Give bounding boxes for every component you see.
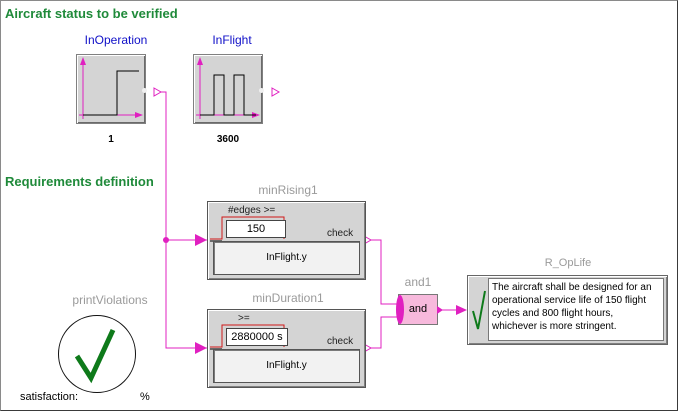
requirement-input-port[interactable] (456, 305, 467, 315)
pulse-signal-icon (196, 57, 260, 119)
step-signal-icon (79, 57, 143, 119)
minrising-check-label: check (327, 228, 354, 239)
section-title-requirements: Requirements definition (5, 174, 154, 189)
printviolations-label: printViolations (72, 293, 148, 307)
output-dot (259, 88, 264, 93)
and-input-bar (396, 295, 404, 324)
checkmark-icon (472, 290, 486, 330)
minduration-input-port[interactable] (195, 342, 207, 354)
inflight-param: 3600 (216, 134, 240, 145)
checkmark-icon (74, 328, 116, 384)
minduration-label: minDuration1 (252, 291, 324, 305)
minduration-check-label: check (327, 336, 354, 347)
minduration-block[interactable]: >= 2880000 s check InFlight.y (207, 309, 366, 388)
minrising-input-port[interactable] (195, 234, 207, 246)
and-output-arrow (437, 306, 443, 314)
minduration-header: >= (238, 313, 250, 324)
inoperation-output-port[interactable] (153, 87, 163, 97)
requirement-text: The aircraft shall be designed for an op… (488, 278, 664, 341)
requirement-label: R_OpLife (544, 257, 592, 269)
inflight-block[interactable] (193, 54, 264, 124)
wire-minduration-to-and (371, 316, 398, 349)
minduration-signal: InFlight.y (213, 349, 360, 383)
requirement-block[interactable]: The aircraft shall be designed for an op… (467, 275, 668, 345)
and-block[interactable]: and (396, 294, 443, 325)
satisfaction-unit: % (140, 391, 150, 403)
minrising-block[interactable]: #edges >= 150 check InFlight.y (207, 201, 366, 280)
output-dot (142, 88, 147, 93)
satisfaction-label: satisfaction: (20, 391, 79, 403)
minrising-value-field[interactable]: 150 (226, 220, 286, 238)
inoperation-param: 1 (108, 134, 114, 145)
wire-inflight-to-checks (161, 91, 207, 241)
minduration-value-field[interactable]: 2880000 s (226, 328, 288, 346)
minrising-header: #edges >= (228, 205, 276, 216)
wire-junction (163, 237, 169, 243)
minrising-label: minRising1 (258, 183, 318, 197)
printviolations-block[interactable] (58, 315, 136, 393)
wire-inflight-to-minduration (165, 240, 207, 349)
wire-minrising-to-and (371, 239, 398, 305)
inflight-output-port[interactable] (271, 87, 281, 97)
and-label-name: and1 (404, 275, 432, 289)
inoperation-block[interactable] (76, 54, 147, 124)
minrising-signal: InFlight.y (213, 241, 360, 275)
section-title-status: Aircraft status to be verified (5, 6, 178, 21)
inoperation-label: InOperation (84, 33, 148, 47)
and-block-text: and (408, 303, 428, 315)
inflight-label: InFlight (212, 33, 252, 47)
